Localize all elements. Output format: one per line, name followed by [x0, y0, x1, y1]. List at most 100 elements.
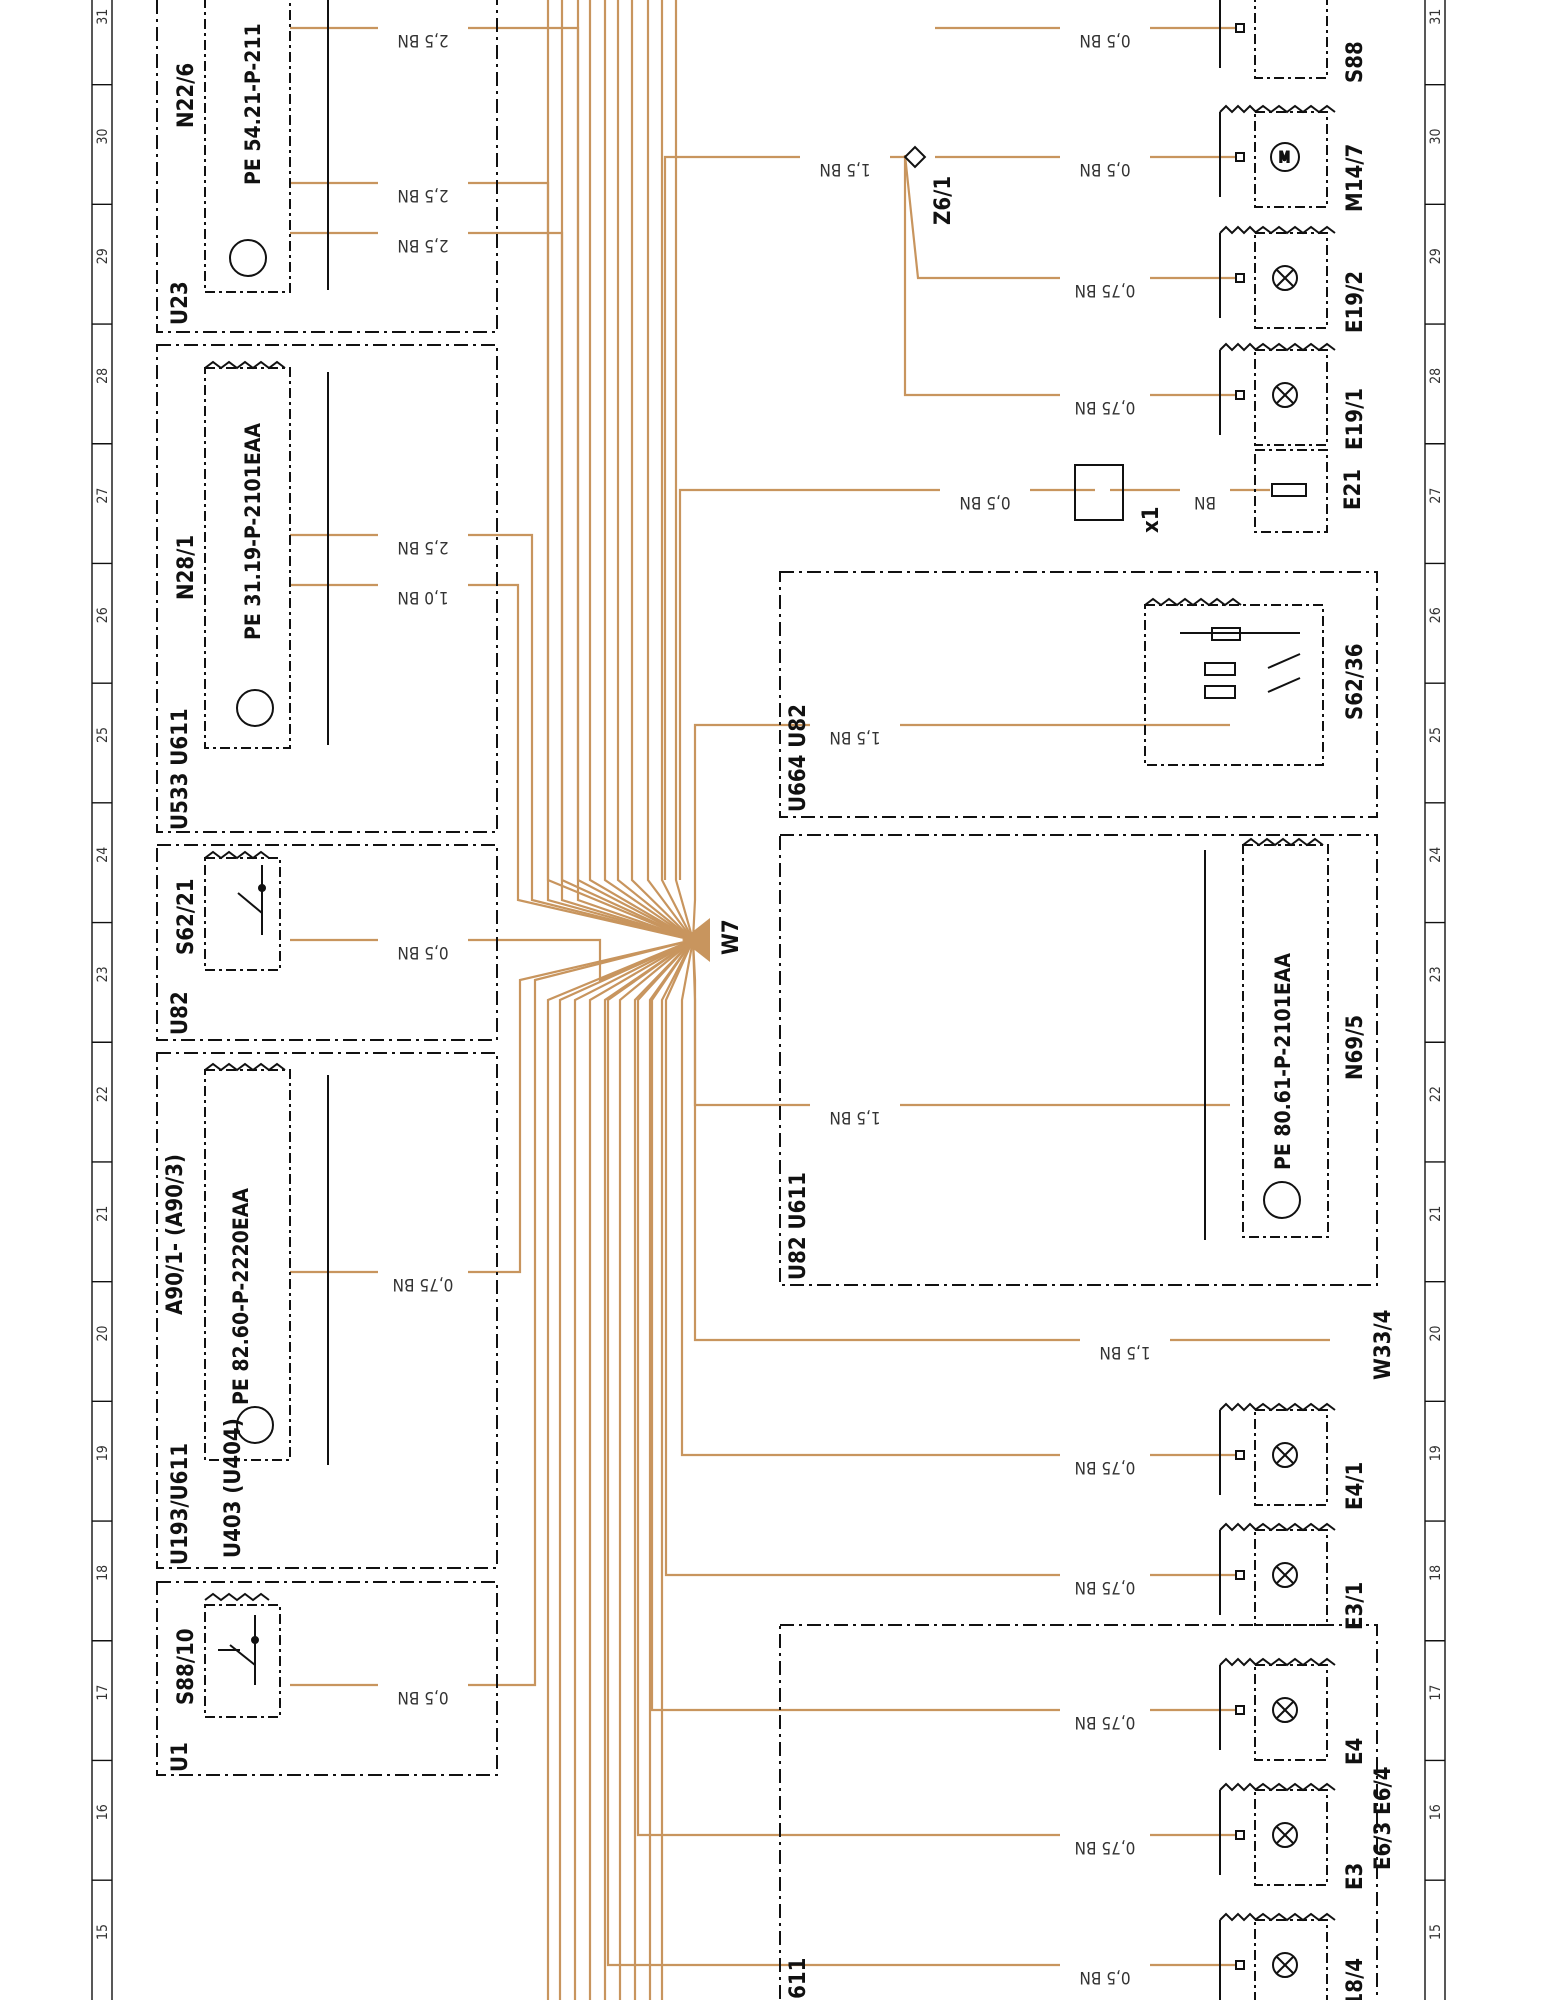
- grid-number-right: 16: [1428, 1804, 1444, 1820]
- wire-bundle-bottom: [618, 939, 694, 2000]
- grid-number-right: 27: [1428, 488, 1444, 504]
- wire-bundle-top: [560, 0, 694, 942]
- wire-bundle-top: [588, 0, 694, 941]
- wire-label: 0,5 BN: [959, 492, 1010, 512]
- grid-number-left: 26: [95, 607, 111, 623]
- lamp-housing: [1254, 349, 1328, 446]
- wire-label-bg: [1060, 1954, 1150, 1976]
- module-u82-left: [156, 844, 498, 1041]
- lamp-housing: [1254, 1789, 1328, 1886]
- module-u611-lamps-label: U611: [786, 1958, 811, 2000]
- lamp-icon: [1272, 382, 1298, 408]
- motor-letter: M: [1279, 150, 1290, 166]
- component-n69-5: [1204, 837, 1329, 1240]
- grid-number-right: 26: [1428, 607, 1444, 623]
- component-n22-6-ref: PE 54.21-P-211: [241, 23, 265, 185]
- lamp-6-label: E19/2: [1343, 271, 1368, 333]
- lamp-icon: [1272, 1952, 1298, 1978]
- grid-number-left: 20: [95, 1325, 111, 1341]
- wire-right: [606, 939, 1240, 1967]
- component-a90-1-label: A90/1- (A90/3): [163, 1154, 188, 1315]
- grid-number-left: 31: [95, 9, 111, 25]
- e21-housing: [1254, 449, 1328, 533]
- e21-heater: [1254, 449, 1328, 533]
- lamp-8-label: S88: [1343, 41, 1368, 83]
- lamp-2-label: E4: [1343, 1738, 1368, 1765]
- grid-number-right: 15: [1428, 1924, 1444, 1940]
- ground-w33-4: W33/4: [1371, 1310, 1396, 1380]
- module-u82-left-label: U82: [168, 991, 193, 1035]
- wire-label: 0,5 BN: [397, 942, 448, 962]
- module-u193-label: U193/U611: [168, 1443, 193, 1565]
- x1-body: [1074, 464, 1124, 521]
- lamp-s88: [1219, 0, 1328, 79]
- lamp-ground: [1219, 342, 1336, 352]
- wire-label: 0,5 BN: [397, 1687, 448, 1707]
- component-n69-5-label: N69/5: [1343, 1015, 1368, 1080]
- lamp-4-label: E4/1: [1343, 1462, 1368, 1510]
- grid-number-left: 18: [95, 1565, 111, 1581]
- wire-label: 0,5 BN: [1079, 1967, 1130, 1987]
- splice-w7-label: W7: [719, 919, 744, 955]
- wire-label-bg: [1060, 1564, 1150, 1586]
- lamp-housing: [1254, 1664, 1328, 1761]
- wire-bundle-bottom: [546, 938, 694, 2000]
- lamp-housing: [1254, 1409, 1328, 1506]
- wire-label: 0,75 BN: [1075, 280, 1136, 300]
- module-u82-u611: [779, 834, 1378, 1286]
- wire-bundle-top: [546, 0, 694, 942]
- wire-bundle-bottom: [633, 939, 694, 2000]
- wire-label-bg: [1060, 1699, 1150, 1721]
- wire-bundle-bottom: [558, 938, 694, 2000]
- lamp-terminal: [1235, 1570, 1245, 1580]
- component-n22-6-label: N22/6: [174, 63, 199, 128]
- wire-label-bg: [1060, 1824, 1150, 1846]
- lamp-e4-1: [1219, 1402, 1336, 1506]
- lamp-cross: [1276, 386, 1294, 404]
- z-junction: Z6/1: [903, 145, 956, 225]
- wire-label-bg: [940, 479, 1030, 501]
- grid-number-right: 29: [1428, 248, 1444, 264]
- wire-label: 0,75 BN: [1075, 1712, 1136, 1732]
- component-n28-1: [204, 360, 329, 749]
- lamp-terminal: [1235, 273, 1245, 283]
- lamp-e3-1: [1219, 1522, 1336, 1626]
- lamp-e3: [1219, 1782, 1336, 1886]
- component-n28-1-ref: PE 31.19-P-2101EAA: [241, 423, 265, 640]
- lamp-cross: [1276, 1701, 1294, 1719]
- e21-resistor: [1271, 483, 1307, 497]
- component-n69-5-ref: PE 80.61-P-2101EAA: [1271, 953, 1295, 1170]
- lamp-1-label: E3: [1343, 1863, 1368, 1890]
- wire-label: 0,75 BN: [1075, 1577, 1136, 1597]
- grid-number-left: 16: [95, 1804, 111, 1820]
- module-u664-label: U664 U82: [786, 704, 811, 812]
- wire-x1: [678, 488, 1095, 880]
- module-u533-label: U533 U611: [168, 708, 193, 830]
- grid-number-right: 20: [1428, 1325, 1444, 1341]
- wire-label-bg: [378, 222, 468, 244]
- z-junction-label: Z6/1: [931, 176, 956, 225]
- module-u23: [156, 0, 498, 333]
- component-s62-36-label: S62/36: [1343, 643, 1368, 720]
- lamp-ground: [1219, 104, 1336, 114]
- component-s88-10-label: S88/10: [174, 1628, 199, 1705]
- wire-label: 0,75 BN: [1075, 1457, 1136, 1477]
- wire-bundle-top: [646, 0, 694, 941]
- module-u533-u611: [156, 344, 498, 833]
- wire-label: 1,0 BN: [397, 587, 448, 607]
- lamp-icon: [1272, 1822, 1298, 1848]
- e21-label: E21: [1341, 469, 1366, 510]
- wire-bundle-top: [660, 0, 694, 941]
- lamp-terminal: [1235, 1830, 1245, 1840]
- component-s62-21-label: S62/21: [174, 878, 199, 955]
- wire-label: 1,5 BN: [829, 1107, 880, 1127]
- wire-label-bg: [810, 1094, 900, 1116]
- wire-label-bg: [378, 929, 468, 951]
- lamp-icon: [1272, 1697, 1298, 1723]
- lamp-ground: [1219, 1522, 1336, 1532]
- lamp-e18-4: [1219, 1912, 1336, 2000]
- wire-label-bg: [1180, 479, 1230, 501]
- grid-number-left: 25: [95, 727, 111, 743]
- wire-label: 2,5 BN: [397, 185, 448, 205]
